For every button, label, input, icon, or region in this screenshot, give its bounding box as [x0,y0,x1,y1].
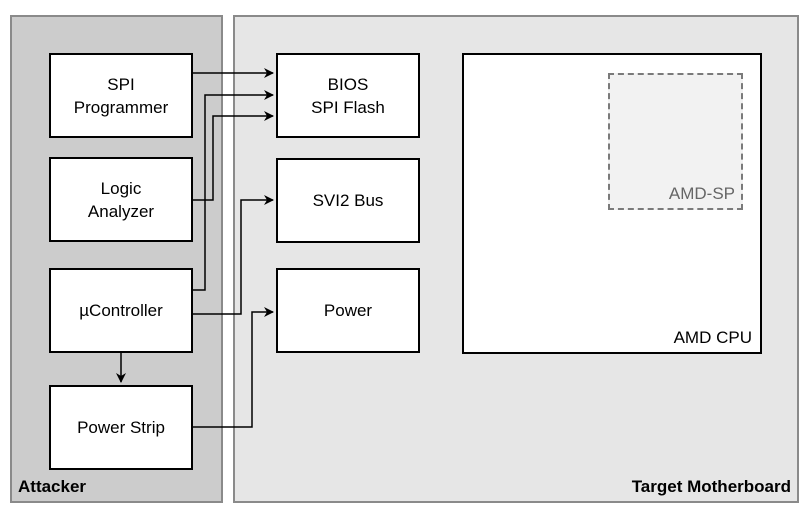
ucontroller-to-bios-connector [193,90,274,291]
ucontroller-box: µController [49,268,193,353]
spi-programmer-box: SPI Programmer [49,53,193,138]
attacker-panel-label: Attacker [18,477,87,496]
power-box: Power [276,268,420,353]
amd-cpu-label: AMD CPU [673,328,752,347]
power-strip-box: Power Strip [49,385,193,470]
bios-spi-flash-box: BIOS SPI Flash [276,53,420,138]
amd-sp-label: AMD-SP [668,184,735,203]
logic-analyzer-to-bios-connector [193,111,274,201]
ucontroller-to-svi2-connector [193,195,274,315]
logic-analyzer-box: Logic Analyzer [49,157,193,242]
target-motherboard-label: Target Motherboard [631,477,791,496]
amd-sp-box: AMD-SP [608,73,743,210]
svi2-bus-box: SVI2 Bus [276,158,420,243]
power-strip-to-power-connector [193,307,274,428]
